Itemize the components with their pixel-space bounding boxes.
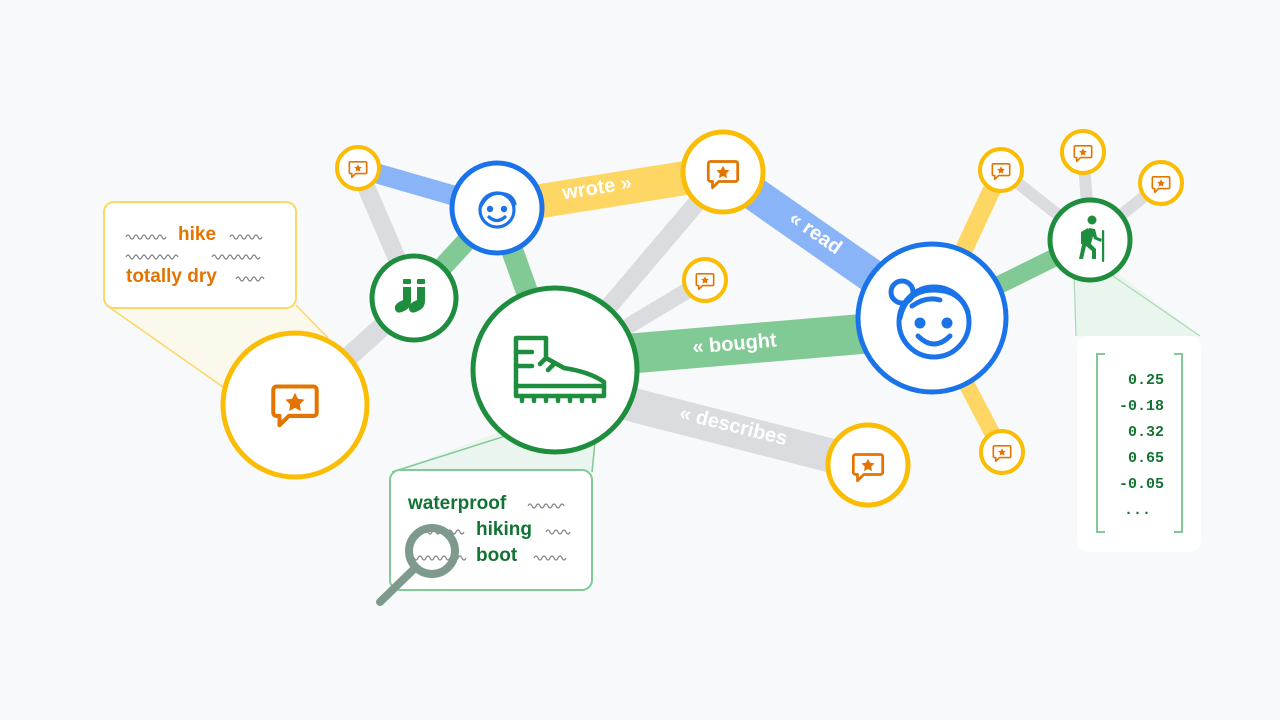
search-query-callout: waterproof hiking boot	[376, 422, 597, 606]
vector-value-1: 0.25	[1128, 372, 1164, 389]
vector-right-bracket	[1174, 353, 1183, 533]
boot-icon	[513, 335, 607, 404]
review-callout-line-1: hike	[178, 224, 216, 245]
vector-callout-box	[1077, 336, 1201, 552]
review-node-large	[220, 330, 370, 480]
face-icon	[478, 191, 517, 229]
search-callout-line-1: waterproof	[407, 493, 507, 514]
vector-value-6: ...	[1124, 502, 1151, 519]
review-node-small	[979, 429, 1025, 475]
magnifier-icon	[376, 524, 459, 606]
review-node-small	[978, 147, 1024, 193]
review-node-wrote	[680, 129, 766, 215]
vector-value-5: -0.05	[1119, 476, 1164, 493]
review-node-describes	[825, 422, 911, 508]
hiker-icon	[1079, 215, 1105, 262]
review-node-small	[335, 145, 381, 191]
vector-callout-connector	[1074, 268, 1200, 336]
vector-value-2: -0.18	[1119, 398, 1164, 415]
customer-node	[855, 241, 1009, 395]
review-callout-line-2: totally dry	[126, 266, 217, 287]
search-callout-line-2: hiking	[476, 519, 532, 540]
vector-value-4: 0.65	[1128, 450, 1164, 467]
review-node-small	[1138, 160, 1184, 206]
review-node-small	[682, 257, 728, 303]
boot-product-node	[470, 285, 640, 455]
socks-icon	[394, 279, 425, 313]
girl-face-icon	[888, 278, 972, 360]
user-node	[449, 160, 545, 256]
hiker-node	[1047, 197, 1133, 283]
vector-left-bracket	[1096, 353, 1105, 533]
vector-value-3: 0.32	[1128, 424, 1164, 441]
embedding-vector-callout: 0.25 -0.18 0.32 0.65 -0.05 ...	[1073, 261, 1201, 552]
search-callout-line-3: boot	[476, 545, 518, 566]
socks-node	[369, 253, 459, 343]
review-callout-box	[103, 201, 297, 309]
review-node-small	[1060, 129, 1106, 175]
